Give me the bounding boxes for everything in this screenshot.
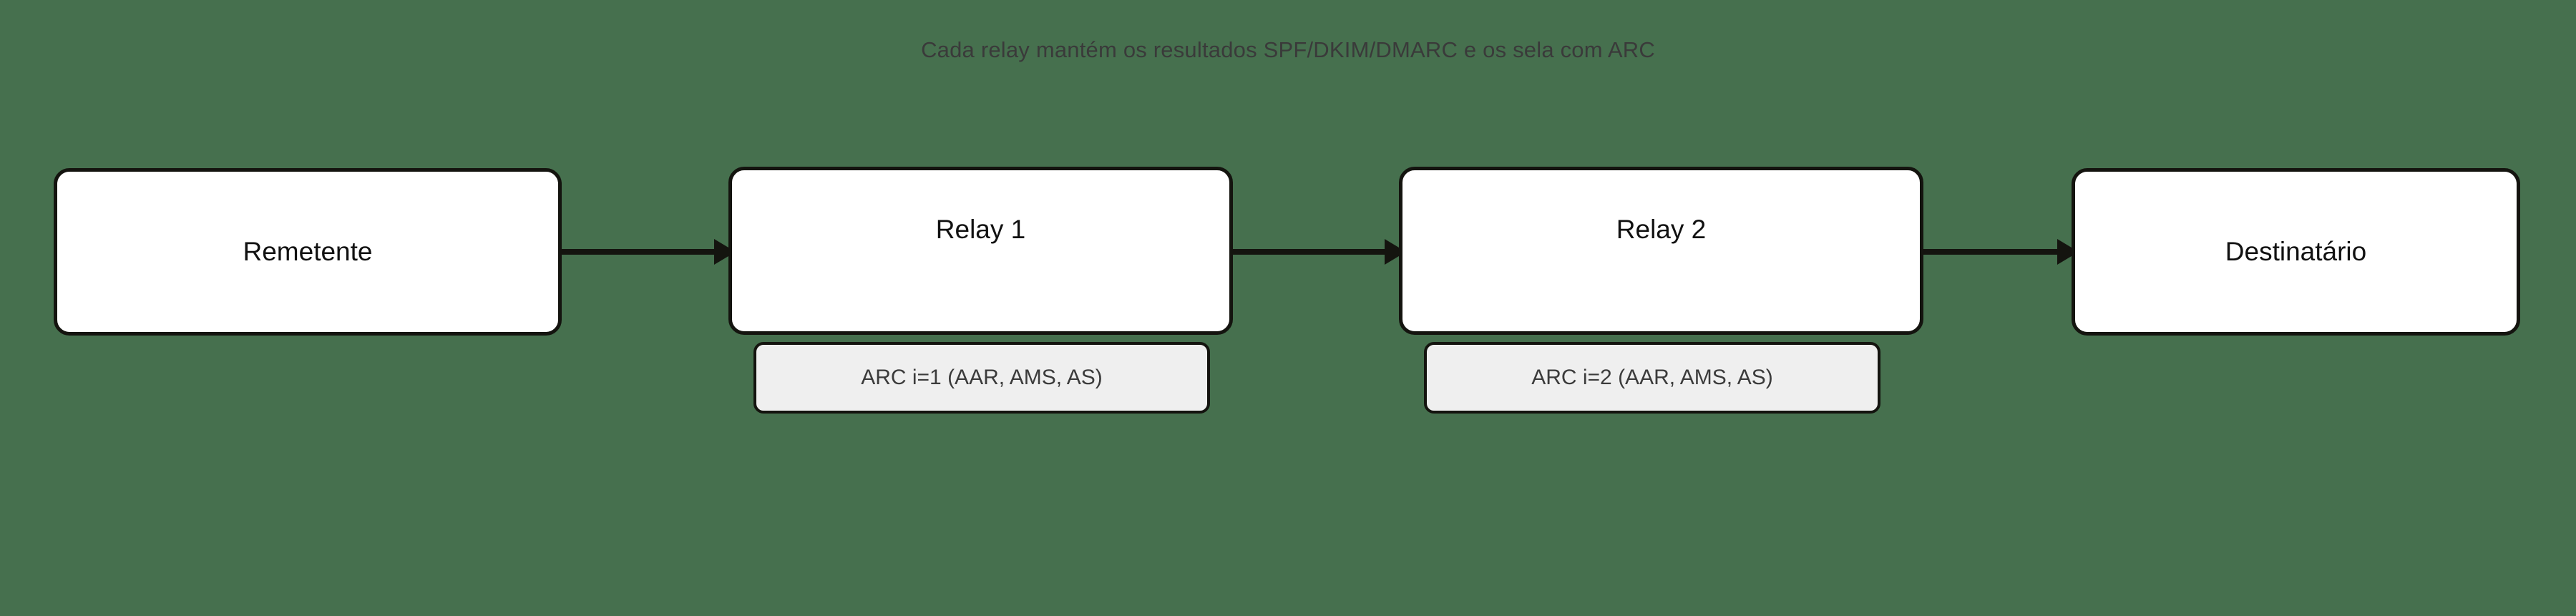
badge-relay2-arc: ARC i=2 (AAR, AMS, AS) bbox=[1424, 342, 1880, 414]
arrow-right-icon bbox=[1233, 239, 1406, 265]
node-relay1-label: Relay 1 bbox=[935, 215, 1026, 244]
node-destinatario-label: Destinatário bbox=[2225, 237, 2367, 266]
node-relay1[interactable]: Relay 1 bbox=[728, 167, 1233, 335]
page-title: Cada relay mantém os resultados SPF/DKIM… bbox=[921, 37, 1655, 62]
node-relay2[interactable]: Relay 2 bbox=[1399, 167, 1923, 335]
arrow-right-icon bbox=[562, 239, 736, 265]
node-relay2-label: Relay 2 bbox=[1616, 215, 1707, 244]
node-destinatario[interactable]: Destinatário bbox=[2072, 168, 2520, 336]
edge-relay1-to-relay2 bbox=[1233, 238, 1406, 266]
arrow-right-icon bbox=[1923, 239, 2079, 265]
node-remetente[interactable]: Remetente bbox=[54, 168, 562, 336]
edge-relay2-to-destinatario bbox=[1923, 238, 2079, 266]
badge-relay1-arc: ARC i=1 (AAR, AMS, AS) bbox=[753, 342, 1210, 414]
edge-remetente-to-relay1 bbox=[562, 238, 736, 266]
node-remetente-label: Remetente bbox=[243, 237, 373, 266]
